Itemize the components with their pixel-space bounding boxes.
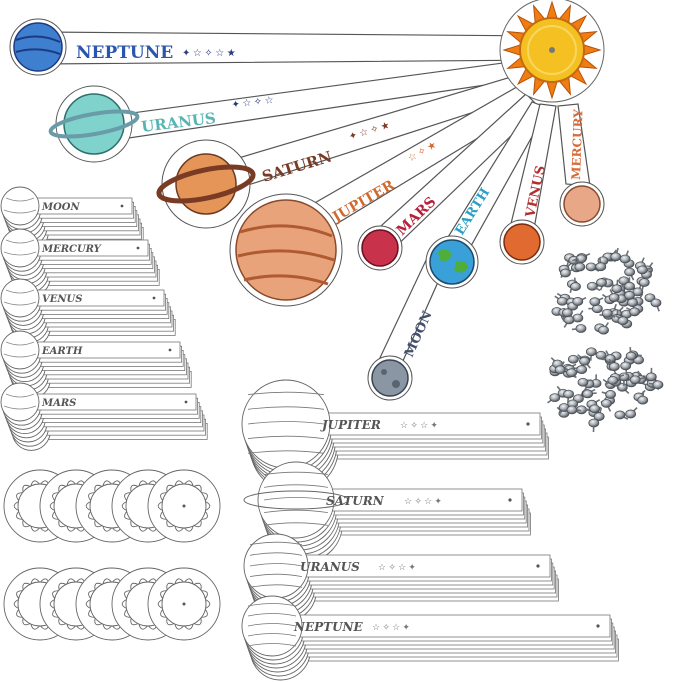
outline-stars: ☆ ✧ ☆ ✦ bbox=[378, 562, 416, 572]
thumbtack bbox=[619, 250, 631, 264]
thumbtack bbox=[614, 410, 629, 420]
venus-planet bbox=[499, 219, 545, 265]
thumbtack bbox=[601, 390, 616, 399]
thumbtack bbox=[589, 297, 604, 307]
outline-label: EARTH bbox=[41, 346, 83, 357]
sun bbox=[499, 0, 605, 103]
outline-stack-neptune: NEPTUNE ☆ ✧ ☆ ✦ bbox=[241, 595, 619, 681]
outline-label: MERCURY bbox=[41, 244, 102, 255]
thumbtack bbox=[626, 307, 640, 317]
thumbtack bbox=[585, 404, 601, 414]
svg-text:✦ ☆ ✧ ☆ ★: ✦ ☆ ✧ ☆ ★ bbox=[182, 48, 236, 59]
thumbtack bbox=[601, 308, 616, 318]
thumbtack bbox=[645, 367, 657, 382]
outline-stack-venus: VENUS bbox=[0, 278, 176, 347]
thumbtack bbox=[563, 366, 577, 378]
thumbtack bbox=[601, 398, 612, 412]
thumbtack bbox=[629, 375, 645, 385]
thumbtack bbox=[579, 356, 591, 369]
outline-stack-mars: MARS bbox=[0, 382, 208, 451]
thumbtack bbox=[598, 322, 609, 335]
outline-label: MARS bbox=[41, 398, 76, 409]
thumbtack bbox=[585, 347, 597, 361]
outline-suns bbox=[3, 469, 221, 641]
thumbtack bbox=[582, 389, 597, 399]
outline-stars: ☆ ✧ ☆ ✦ bbox=[404, 496, 442, 506]
thumbtack bbox=[637, 391, 649, 405]
outline-strips-left: MOON MERCURY VENUS EARTH MARS bbox=[0, 186, 208, 451]
thumbtack bbox=[572, 297, 587, 306]
thumbtack bbox=[608, 289, 620, 302]
thumbtack bbox=[625, 347, 637, 361]
thumbtack bbox=[554, 295, 568, 306]
outline-strips-right: JUPITER ☆ ✧ ☆ ✦ SATURN ☆ ✧ ☆ ✦ URANUS ☆ ✧ ☆ ✦… bbox=[241, 379, 619, 681]
thumbtack bbox=[563, 389, 575, 404]
thumbtack bbox=[611, 279, 623, 294]
thumbtack bbox=[608, 358, 620, 371]
thumbtack bbox=[648, 380, 664, 390]
thumbtack bbox=[616, 382, 630, 395]
outline-label: JUPITER bbox=[320, 418, 381, 432]
thumbtack bbox=[636, 265, 652, 275]
thumbtack bbox=[566, 405, 581, 415]
jupiter-planet bbox=[229, 193, 343, 307]
thumbtack bbox=[574, 258, 586, 272]
outline-label: MOON bbox=[41, 202, 80, 213]
svg-text:✦ ☆ ✧ ☆: ✦ ☆ ✧ ☆ bbox=[231, 95, 274, 111]
thumbtack bbox=[624, 267, 636, 281]
label-mercury: MERCURY bbox=[569, 109, 585, 180]
outline-label: VENUS bbox=[42, 294, 82, 305]
thumbtack bbox=[554, 361, 566, 375]
thumbtack bbox=[571, 324, 587, 333]
mars-planet bbox=[357, 225, 403, 271]
thumbtack bbox=[585, 262, 600, 272]
thumbtack bbox=[588, 418, 600, 433]
thumbtack bbox=[577, 377, 592, 387]
thumbtack bbox=[588, 304, 603, 314]
thumbtack bbox=[593, 407, 605, 421]
outline-stack-earth: EARTH bbox=[0, 330, 192, 399]
thumbtack bbox=[595, 257, 607, 272]
mercury-planet bbox=[559, 181, 605, 227]
thumbtack bbox=[547, 393, 561, 404]
thumbtack bbox=[594, 278, 607, 290]
neptune-planet bbox=[9, 18, 67, 76]
outline-stars: ☆ ✧ ☆ ✦ bbox=[400, 420, 438, 430]
thumbtack bbox=[650, 298, 662, 312]
thumbtack bbox=[615, 314, 629, 326]
outline-sun bbox=[147, 469, 221, 543]
thumbtack bbox=[562, 308, 573, 321]
earth-planet bbox=[425, 235, 479, 289]
outline-stars: ☆ ✧ ☆ ✦ bbox=[372, 622, 410, 632]
moon-planet bbox=[367, 355, 413, 401]
label-neptune: NEPTUNE bbox=[76, 43, 173, 63]
thumbtack-pile-top bbox=[551, 247, 662, 335]
thumbtack bbox=[624, 277, 635, 291]
saturn-planet bbox=[156, 139, 256, 229]
outline-sun bbox=[147, 567, 221, 641]
thumbtack bbox=[560, 268, 574, 278]
thumbtack bbox=[570, 277, 581, 291]
thumbtack bbox=[638, 278, 650, 292]
thumbtack bbox=[604, 350, 616, 363]
outline-label: URANUS bbox=[300, 560, 360, 574]
uranus-planet bbox=[48, 85, 140, 163]
thumbtack bbox=[604, 376, 619, 386]
thumbtack bbox=[625, 407, 638, 419]
thumbtack-pile-bottom bbox=[547, 347, 664, 433]
outline-label: SATURN bbox=[326, 494, 385, 508]
thumbtack bbox=[563, 315, 575, 328]
thumbtack bbox=[620, 361, 632, 375]
outline-label: NEPTUNE bbox=[293, 620, 364, 634]
thumbtack bbox=[624, 290, 638, 301]
